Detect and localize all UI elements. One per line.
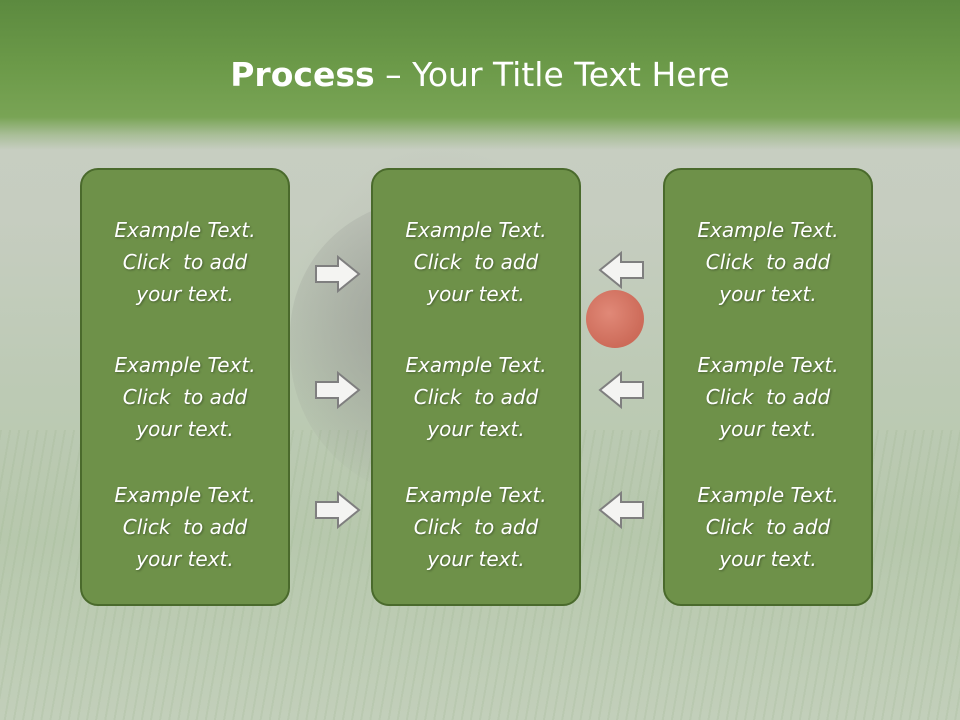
header-band bbox=[0, 0, 960, 150]
text-line: your text. bbox=[136, 282, 234, 306]
arrow-right-icon bbox=[315, 370, 361, 410]
text-block[interactable]: Example Text. Click to add your text. bbox=[665, 349, 871, 445]
text-line: your text. bbox=[427, 547, 525, 571]
arrow-left-icon bbox=[598, 490, 644, 530]
process-panel-right[interactable]: Example Text. Click to add your text. Ex… bbox=[663, 168, 873, 606]
text-line: Example Text. bbox=[697, 353, 839, 377]
text-block[interactable]: Example Text. Click to add your text. bbox=[665, 479, 871, 575]
text-line: your text. bbox=[136, 417, 234, 441]
text-block[interactable]: Example Text. Click to add your text. bbox=[82, 479, 288, 575]
text-line: Example Text. bbox=[405, 218, 547, 242]
title-rest: – Your Title Text Here bbox=[374, 55, 730, 94]
arrow-right-icon bbox=[315, 490, 361, 530]
arrow-left-icon bbox=[598, 250, 644, 290]
text-line: Click to add bbox=[413, 250, 539, 274]
text-line: Click to add bbox=[705, 515, 831, 539]
text-line: Click to add bbox=[122, 385, 248, 409]
text-line: Click to add bbox=[122, 250, 248, 274]
slide-title[interactable]: Process – Your Title Text Here bbox=[0, 52, 960, 98]
text-line: Click to add bbox=[705, 385, 831, 409]
text-line: your text. bbox=[719, 547, 817, 571]
text-line: Example Text. bbox=[405, 483, 547, 507]
title-bold: Process bbox=[230, 55, 375, 94]
text-line: your text. bbox=[719, 417, 817, 441]
text-block[interactable]: Example Text. Click to add your text. bbox=[373, 479, 579, 575]
text-line: your text. bbox=[427, 417, 525, 441]
text-line: Click to add bbox=[705, 250, 831, 274]
process-panel-center[interactable]: Example Text. Click to add your text. Ex… bbox=[371, 168, 581, 606]
text-block[interactable]: Example Text. Click to add your text. bbox=[373, 349, 579, 445]
text-line: Example Text. bbox=[697, 218, 839, 242]
text-block[interactable]: Example Text. Click to add your text. bbox=[665, 214, 871, 310]
text-line: Example Text. bbox=[697, 483, 839, 507]
red-ball bbox=[586, 290, 644, 348]
text-line: Click to add bbox=[413, 515, 539, 539]
text-line: Example Text. bbox=[114, 353, 256, 377]
process-panel-left[interactable]: Example Text. Click to add your text. Ex… bbox=[80, 168, 290, 606]
text-line: Click to add bbox=[413, 385, 539, 409]
arrow-right-icon bbox=[315, 254, 361, 294]
text-block[interactable]: Example Text. Click to add your text. bbox=[82, 214, 288, 310]
text-block[interactable]: Example Text. Click to add your text. bbox=[82, 349, 288, 445]
text-line: your text. bbox=[719, 282, 817, 306]
text-line: Example Text. bbox=[405, 353, 547, 377]
text-line: your text. bbox=[427, 282, 525, 306]
text-line: Click to add bbox=[122, 515, 248, 539]
text-line: Example Text. bbox=[114, 218, 256, 242]
arrow-left-icon bbox=[598, 370, 644, 410]
text-line: Example Text. bbox=[114, 483, 256, 507]
text-line: your text. bbox=[136, 547, 234, 571]
text-block[interactable]: Example Text. Click to add your text. bbox=[373, 214, 579, 310]
